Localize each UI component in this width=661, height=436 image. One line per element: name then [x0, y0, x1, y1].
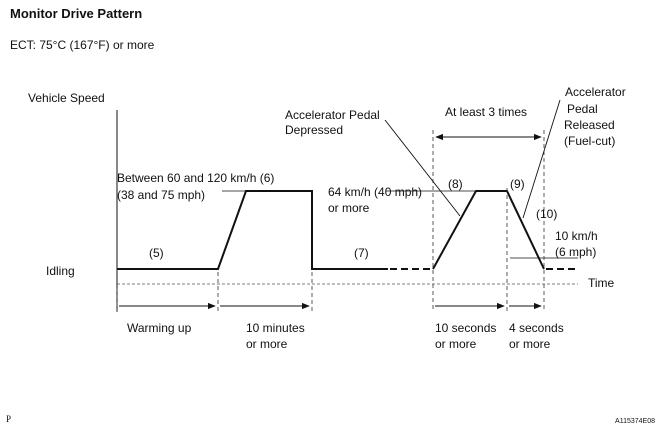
label-speed-range-2: (38 and 75 mph)	[117, 188, 205, 202]
label-accel-released-2: Pedal	[567, 102, 598, 116]
speed-trace-cycle	[432, 190, 545, 270]
time-label: Time	[588, 276, 615, 290]
axes	[116, 110, 578, 312]
duration-10-min-2: or more	[246, 337, 288, 351]
leader-released	[522, 99, 561, 219]
label-10-kmh-1: 10 km/h	[555, 229, 598, 243]
label-accel-depressed-1: Accelerator Pedal	[285, 108, 380, 122]
label-accel-released-3: Released	[564, 118, 615, 132]
label-accel-depressed-2: Depressed	[285, 123, 343, 137]
leader-lines	[384, 99, 561, 219]
duration-arrows	[119, 133, 542, 310]
label-accel-released-4: (Fuel-cut)	[564, 134, 615, 148]
idling-label: Idling	[46, 264, 75, 278]
label-accel-released-1: Accelerator	[565, 85, 626, 99]
label-speed-range-1: Between 60 and 120 km/h (6)	[117, 171, 274, 185]
label-step-5: (5)	[149, 246, 164, 260]
duration-10-sec-2: or more	[435, 337, 477, 351]
label-64-kmh-2: or more	[328, 201, 370, 215]
label-step-9: (9)	[510, 177, 525, 191]
label-step-7: (7)	[354, 246, 369, 260]
label-step-10: (10)	[536, 207, 557, 221]
label-64-kmh-1: 64 km/h (40 mph)	[328, 185, 422, 199]
figure-id: A115374E08	[615, 418, 655, 425]
duration-4-sec-2: or more	[509, 337, 551, 351]
label-repeat: At least 3 times	[445, 105, 527, 119]
label-step-8: (8)	[448, 177, 463, 191]
page-title: Monitor Drive Pattern	[10, 6, 143, 21]
duration-10-sec-1: 10 seconds	[435, 321, 496, 335]
duration-10-min-1: 10 minutes	[246, 321, 305, 335]
y-axis-label: Vehicle Speed	[28, 91, 105, 105]
time-markers	[116, 130, 545, 312]
duration-4-sec-1: 4 seconds	[509, 321, 564, 335]
ect-condition: ECT: 75°C (167°F) or more	[10, 38, 155, 52]
reference-lines	[222, 190, 578, 259]
leader-depressed	[384, 119, 461, 217]
duration-warming-up: Warming up	[127, 321, 192, 335]
page-marker: P	[6, 414, 12, 424]
label-10-kmh-2: (6 mph)	[555, 245, 596, 259]
